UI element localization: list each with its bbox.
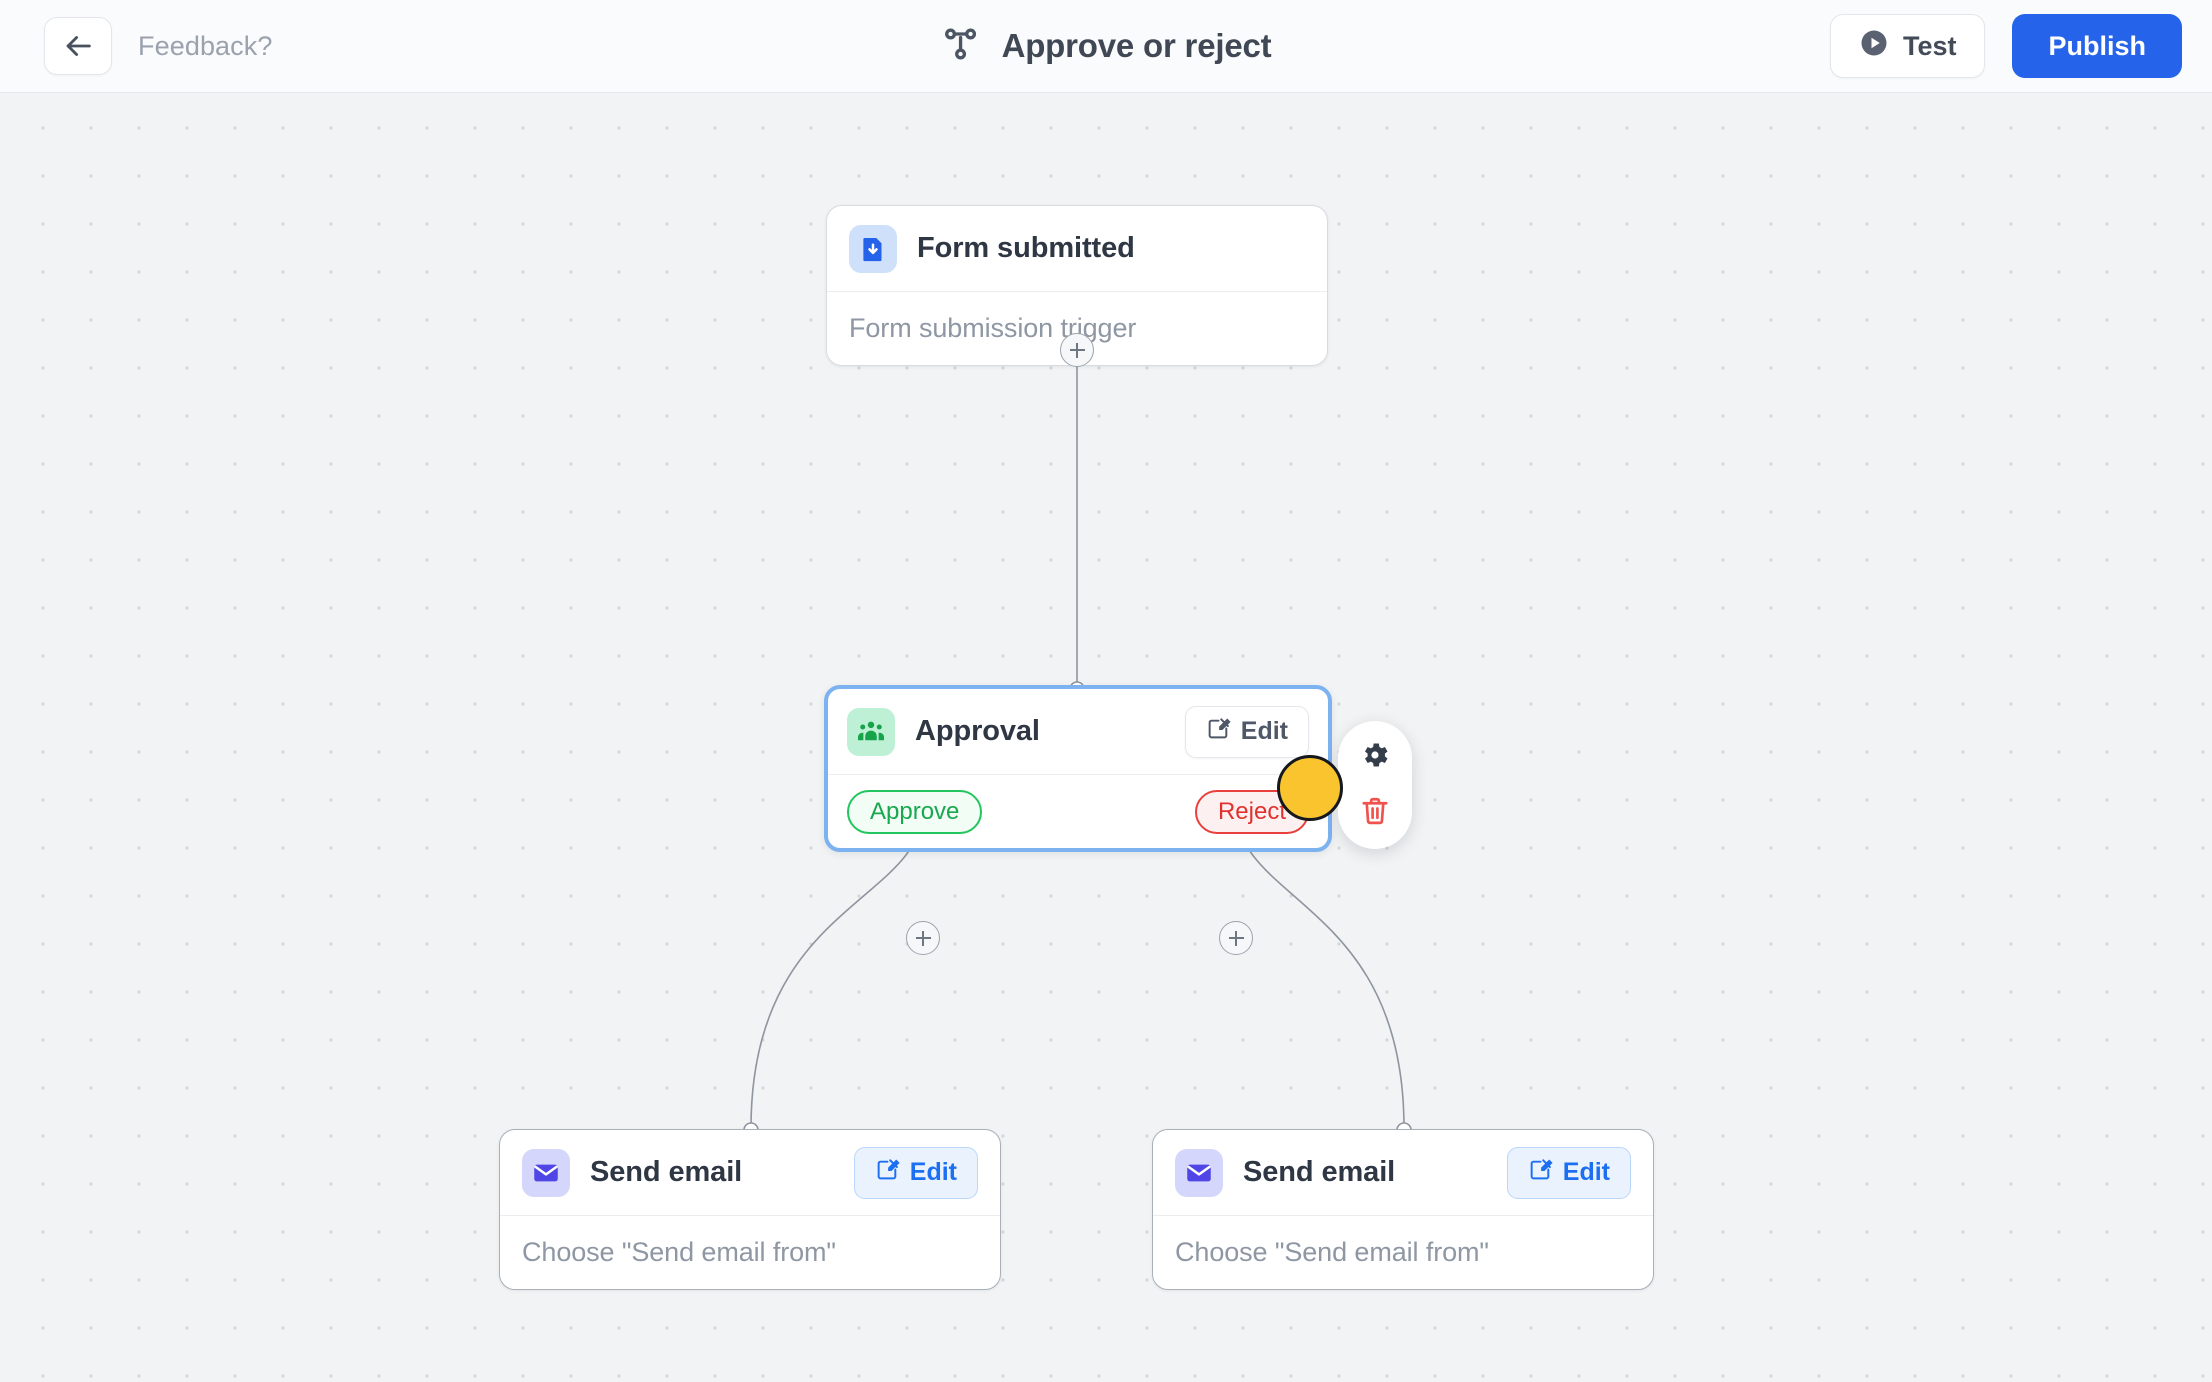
node-settings-button[interactable] [1349, 731, 1401, 783]
node-delete-button[interactable] [1349, 787, 1401, 839]
add-step-button-approve-branch[interactable] [906, 921, 940, 955]
users-group-icon [847, 707, 895, 756]
back-button[interactable] [44, 17, 112, 75]
header-left-group: Feedback? [0, 17, 273, 75]
node-send-email-reject[interactable]: Send email Edit Choose "Send email from" [1152, 1129, 1654, 1290]
branch-pill-reject[interactable]: Reject [1194, 789, 1309, 834]
edit-button-send-email-reject[interactable]: Edit [1506, 1146, 1631, 1199]
node-subtitle: Form submission trigger [849, 313, 1137, 343]
edit-button-approval[interactable]: Edit [1184, 705, 1309, 758]
trash-icon [1359, 795, 1391, 832]
page-title: Approve or reject [1001, 27, 1272, 64]
workflow-nodes-icon [941, 24, 981, 69]
arrow-left-icon [61, 29, 95, 63]
pencil-square-icon [875, 1157, 900, 1189]
envelope-icon [522, 1148, 570, 1197]
add-step-button-reject-branch[interactable] [1219, 921, 1253, 955]
branch-label-reject: Reject [1217, 797, 1286, 825]
gear-icon [1359, 739, 1391, 776]
node-body: Choose "Send email from" [1153, 1216, 1653, 1289]
form-download-icon [849, 224, 897, 273]
test-button[interactable]: Test [1829, 14, 1986, 78]
branch-label-approve: Approve [870, 797, 960, 825]
node-body: Choose "Send email from" [500, 1216, 1000, 1289]
publish-button[interactable]: Publish [2012, 14, 2182, 78]
pencil-square-icon [1206, 716, 1231, 748]
play-circle-icon [1859, 28, 1889, 65]
node-title: Form submitted [917, 232, 1135, 264]
node-toolbar [1338, 721, 1412, 849]
node-header: Send email Edit [500, 1130, 1000, 1216]
edge-approve-to-email [749, 807, 924, 1133]
branch-pill-approve[interactable]: Approve [847, 789, 983, 834]
edit-button-label: Edit [1562, 1158, 1610, 1186]
node-title: Send email [590, 1156, 743, 1188]
node-approval[interactable]: Approval Edit Approve Reject [824, 685, 1332, 852]
node-subtitle: Choose "Send email from" [522, 1237, 836, 1267]
node-branches: Approve Reject [828, 775, 1328, 848]
branch-row: Approve Reject [847, 789, 1309, 834]
node-subtitle: Choose "Send email from" [1175, 1237, 1489, 1267]
node-header: Form submitted [827, 206, 1327, 292]
envelope-icon [1175, 1148, 1223, 1197]
workflow-canvas[interactable]: Form submitted Form submission trigger A… [0, 93, 2212, 1382]
node-header: Send email Edit [1153, 1130, 1653, 1216]
edit-button-send-email-approve[interactable]: Edit [853, 1146, 978, 1199]
edit-button-label: Edit [1240, 717, 1288, 745]
header-actions: Test Publish [1829, 14, 2212, 78]
feedback-link[interactable]: Feedback? [138, 30, 273, 61]
node-send-email-approve[interactable]: Send email Edit Choose "Send email from" [499, 1129, 1001, 1290]
app-header: Feedback? Approve or reject Test Publis [0, 0, 2212, 93]
node-title: Approval [915, 715, 1040, 747]
edit-button-label: Edit [909, 1158, 957, 1186]
add-step-button-form-submitted[interactable] [1060, 333, 1094, 367]
node-title: Send email [1243, 1156, 1396, 1188]
node-header: Approval Edit [828, 689, 1328, 775]
pencil-square-icon [1528, 1157, 1553, 1189]
test-button-label: Test [1902, 30, 1957, 61]
workflow-title-group: Approve or reject [941, 24, 1272, 69]
edge-reject-to-email [1235, 807, 1409, 1133]
